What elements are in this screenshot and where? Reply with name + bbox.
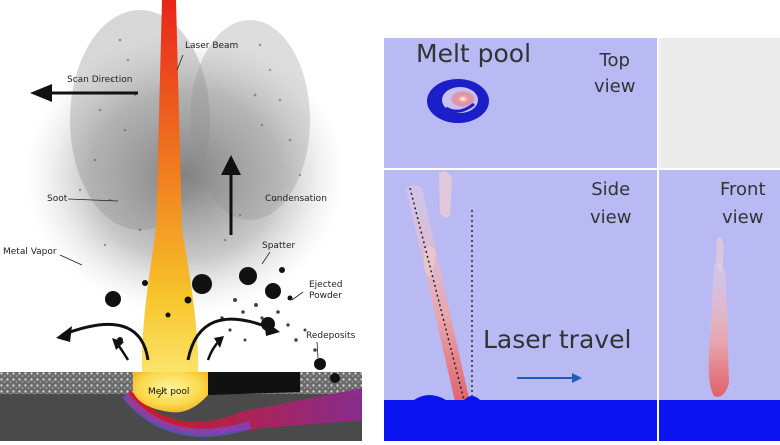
side-view-substrate bbox=[384, 400, 657, 441]
process-illustration bbox=[0, 0, 362, 441]
side-view-label: Side view bbox=[590, 179, 632, 228]
empty-panel bbox=[659, 38, 780, 168]
simulation-views bbox=[384, 38, 780, 441]
right-ejection-arrow bbox=[186, 317, 271, 361]
laser-process-diagram: Laser Beam Scan Direction Soot Condensat… bbox=[0, 0, 362, 441]
ejected-powder-label: Ejected Powder bbox=[309, 280, 343, 301]
front-view-label: Front view bbox=[720, 179, 766, 228]
melt-pool-label: Melt pool bbox=[148, 387, 190, 397]
soot-label: Soot bbox=[47, 194, 68, 204]
left-ejection-arrow bbox=[61, 322, 150, 361]
laser-beam-label: Laser Beam bbox=[185, 41, 239, 51]
redeposits-label: Redeposits bbox=[306, 331, 356, 341]
condensation-label: Condensation bbox=[265, 194, 327, 204]
simulation-panel: Melt pool Top view Side view Front view … bbox=[384, 38, 780, 441]
laser-travel-label: Laser travel bbox=[483, 325, 632, 354]
melt-pool-region bbox=[133, 372, 208, 413]
scan-direction-label: Scan Direction bbox=[67, 75, 133, 85]
soot-particles bbox=[78, 38, 302, 247]
metal-vapor-label: Metal Vapor bbox=[3, 247, 57, 257]
spatter-label: Spatter bbox=[262, 241, 296, 251]
front-view-substrate bbox=[659, 400, 780, 441]
solidified-track bbox=[125, 388, 362, 434]
melt-pool-title: Melt pool bbox=[416, 39, 532, 68]
top-view-label: Top view bbox=[594, 50, 636, 97]
front-view-plume bbox=[708, 262, 729, 397]
laser-beam bbox=[141, 0, 199, 372]
